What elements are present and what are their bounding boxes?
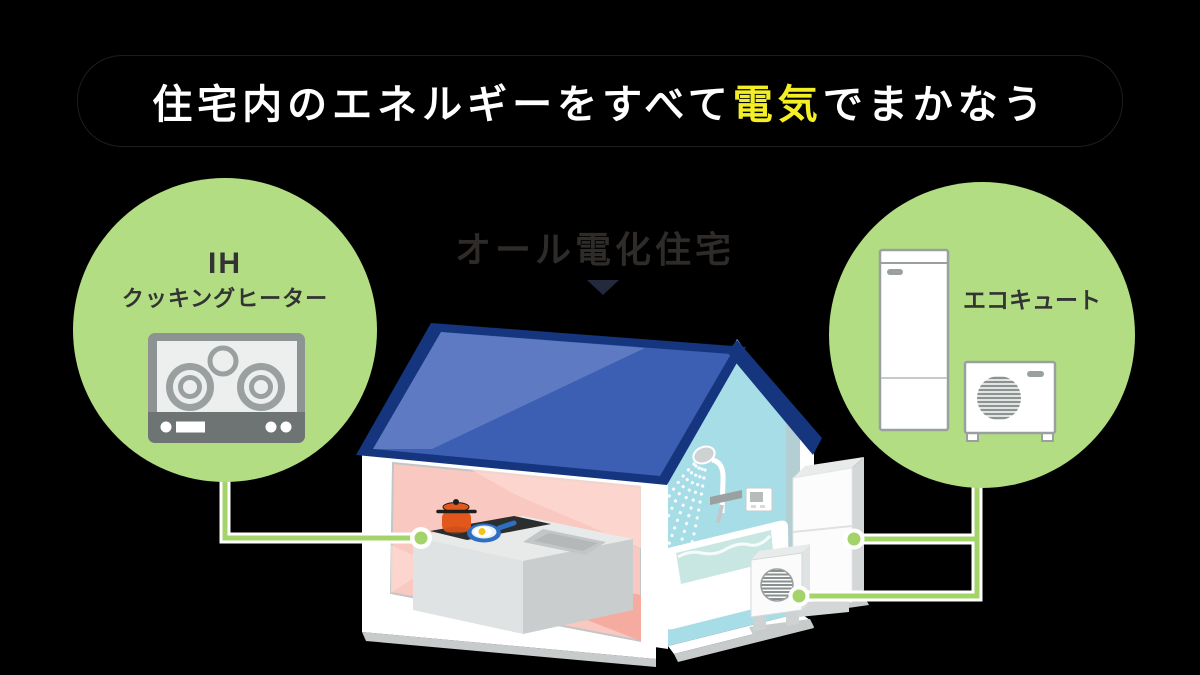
ecocute-label: エコキュート bbox=[963, 287, 1101, 313]
room-divider-wall bbox=[641, 470, 668, 649]
ih-cooktop-icon bbox=[148, 333, 305, 443]
main-title: オール電化住宅 bbox=[454, 229, 735, 270]
ih-label: IH bbox=[208, 247, 242, 280]
ih-cooking-heater-label: クッキングヒーター bbox=[121, 286, 329, 311]
outdoor-heat-pump bbox=[749, 544, 814, 635]
heat-pump-icon bbox=[963, 360, 1057, 442]
kitchen-counter bbox=[413, 499, 633, 634]
heat-pump-fan-grille bbox=[761, 570, 793, 600]
hot-water-tank-icon bbox=[878, 248, 950, 432]
sink bbox=[523, 529, 606, 555]
roof bbox=[356, 323, 822, 485]
banner: 住宅内のエネルギーをすべて電気でまかなう bbox=[77, 55, 1123, 147]
banner-text-after: でまかなう bbox=[822, 83, 1048, 127]
cooking-pot-icon bbox=[436, 499, 477, 534]
right-bubble-circle bbox=[829, 182, 1135, 488]
banner-text-before: 住宅内のエネルギーをすべて bbox=[152, 83, 733, 127]
faucet bbox=[710, 490, 742, 505]
connector-right-line bbox=[799, 450, 980, 599]
down-arrow-icon bbox=[587, 280, 619, 295]
frying-pan-icon bbox=[467, 520, 517, 543]
shower-icon bbox=[649, 445, 742, 554]
banner-text-highlight: 電気 bbox=[732, 83, 823, 127]
shower-spray bbox=[649, 462, 707, 554]
connector-dots bbox=[410, 527, 865, 607]
control-panel bbox=[745, 487, 773, 512]
house-illustration bbox=[356, 323, 869, 667]
